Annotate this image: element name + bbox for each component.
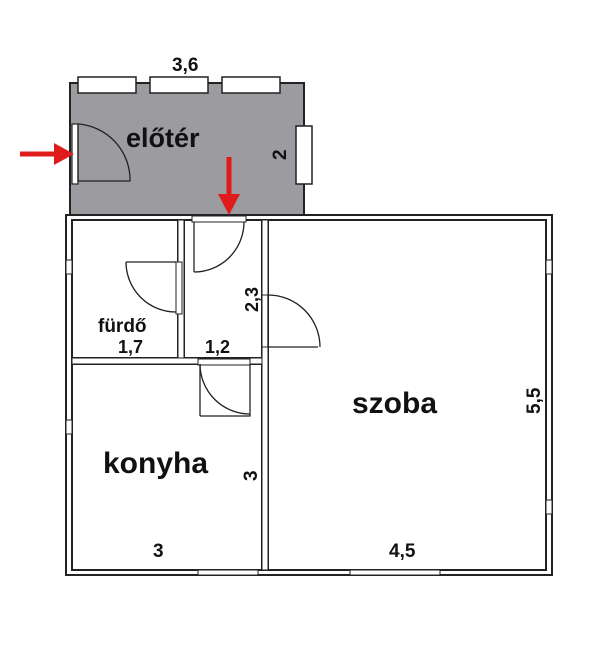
eloter-window-1 [77, 76, 137, 94]
entrance-arrow [20, 143, 74, 165]
furdo-door [125, 261, 183, 315]
inner-door-arrow [218, 157, 240, 215]
szoba-door [261, 294, 321, 348]
konyha-label: konyha [103, 447, 208, 480]
eloter-room: előtér 3,6 2 [69, 55, 313, 216]
wall-marker-left-1 [65, 259, 73, 275]
outer-wall-inner-line [71, 219, 547, 571]
furdo-label: fürdő [98, 316, 147, 337]
wall-marker-right-2 [545, 499, 553, 515]
hall-depth-dimension: 2,3 [242, 287, 262, 312]
main-building: fürdő 1,7 1,2 2,3 konyha 3 3 szoba 4,5 5… [65, 214, 553, 576]
wall-marker-bottom-2 [349, 569, 441, 576]
hall-width-dimension: 1,2 [205, 337, 230, 357]
wall-marker-right-1 [545, 259, 553, 275]
furdo-dimension: 1,7 [118, 337, 143, 357]
konyha-width-dimension: 3 [153, 541, 164, 562]
outer-wall [65, 214, 553, 576]
eloter-window-2 [149, 76, 209, 94]
eloter-floor [69, 82, 305, 216]
szoba-depth-dimension: 5,5 [524, 387, 545, 414]
wall-cavity-fill-3 [71, 357, 263, 365]
eloter-window-3 [221, 76, 281, 94]
wall-marker-bottom-1 [197, 569, 259, 576]
eloter-entrance-door [71, 123, 131, 185]
szoba-label: szoba [352, 387, 437, 420]
eloter-window-right [295, 125, 313, 185]
wall-marker-left-2 [65, 419, 73, 435]
konyha-depth-dimension: 3 [241, 470, 262, 481]
eloter-label: előtér [126, 123, 200, 153]
wall-cavity-fill-2 [261, 219, 269, 571]
eloter-width-dimension: 3,6 [172, 55, 198, 76]
szoba-width-dimension: 4,5 [389, 541, 416, 562]
hall-top-door [191, 215, 247, 273]
konyha-door [197, 358, 251, 417]
eloter-depth-dimension: 2 [270, 149, 291, 160]
